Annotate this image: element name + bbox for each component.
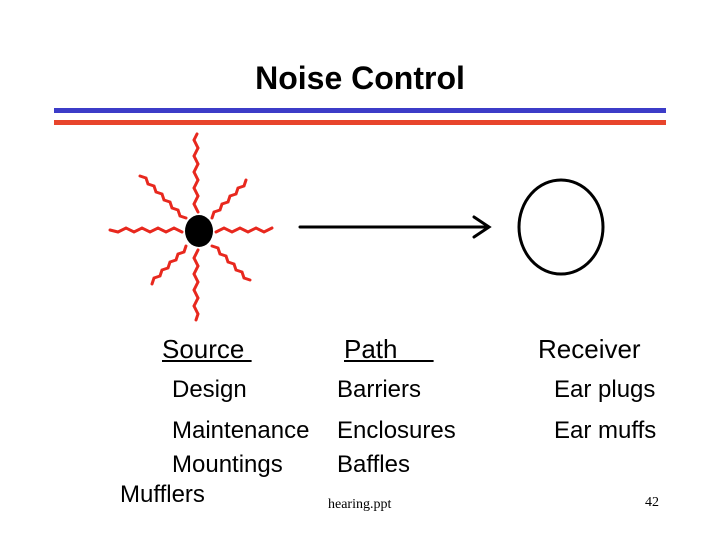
path-arrow-icon [298,215,492,239]
receiver-circle-icon [517,178,605,276]
noise-source-starburst-icon [108,132,274,322]
source-header: Source [162,334,252,364]
page-number: 42 [645,495,659,510]
receiver-item-ear-plugs: Ear plugs [554,376,656,403]
path-header: Path [344,334,434,364]
footer-filename: hearing.ppt [328,497,392,512]
source-item-design: Design [172,376,247,403]
receiver-header: Receiver [538,334,641,364]
source-item-mountings: Mountings [172,451,283,478]
source-item-mufflers: Mufflers [120,481,205,508]
receiver-item-ear-muffs: Ear muffs [554,417,657,444]
title-rule-blue [54,108,666,113]
path-item-enclosures: Enclosures [337,417,456,444]
source-item-maintenance: Maintenance [172,417,310,444]
path-item-barriers: Barriers [337,376,422,403]
path-item-baffles: Baffles [337,451,410,478]
title-rule-red [54,120,666,125]
slide-title: Noise Control [255,60,465,96]
noise-source-dot [185,215,213,247]
